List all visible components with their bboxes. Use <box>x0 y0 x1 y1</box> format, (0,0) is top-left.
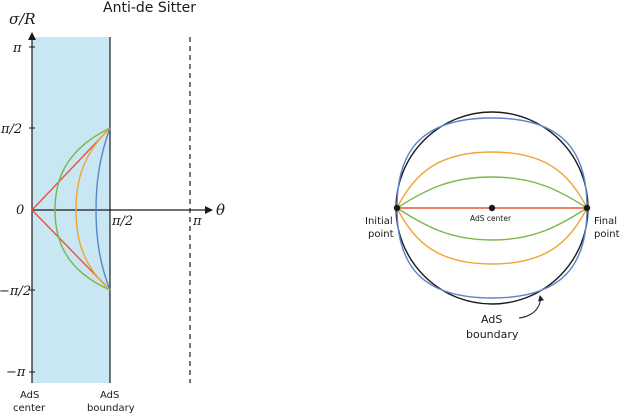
x-tick-pi: π <box>192 214 202 229</box>
geodesic-blue-left <box>95 127 111 291</box>
ads-center-label: AdS center <box>470 214 512 223</box>
initial-point-dot <box>393 204 401 212</box>
initial-point-label-1: Initial <box>365 216 393 227</box>
final-point-label-1: Final <box>594 216 617 227</box>
right-panel: AdS center Initial point Final point AdS… <box>365 111 620 341</box>
initial-point-label-2: point <box>368 229 394 240</box>
ads-center-dot <box>488 204 496 212</box>
y-tick-minus-pi-half: −π/2 <box>0 284 31 299</box>
left-panel: Anti-de Sitter σ/R θ π π/2 0 −π/2 −π π/2… <box>0 0 225 414</box>
final-point-dot <box>583 204 591 212</box>
geodesic-red-left <box>31 127 111 291</box>
label-ads-center-2: center <box>13 403 46 414</box>
y-tick-pi-half: π/2 <box>0 122 22 137</box>
left-panel-title: Anti-de Sitter <box>103 0 196 16</box>
geodesic-green-left <box>54 127 111 291</box>
y-tick-zero: 0 <box>16 203 24 218</box>
ads-boundary-label-1: AdS <box>481 313 502 326</box>
geodesic-orange-left <box>75 127 111 291</box>
label-ads-boundary-2: boundary <box>87 403 135 414</box>
x-tick-pi-half: π/2 <box>111 214 133 229</box>
label-ads-center-1: AdS <box>20 390 39 401</box>
y-tick-pi: π <box>12 41 22 56</box>
ads-boundary-label-2: boundary <box>466 328 519 341</box>
theta-axis-label: θ <box>216 201 225 219</box>
label-ads-boundary-1: AdS <box>100 390 119 401</box>
sigma-axis-label: σ/R <box>9 10 36 28</box>
final-point-label-2: point <box>594 229 620 240</box>
y-tick-minus-pi: −π <box>6 365 26 380</box>
boundary-pointer-arrow <box>518 295 545 319</box>
